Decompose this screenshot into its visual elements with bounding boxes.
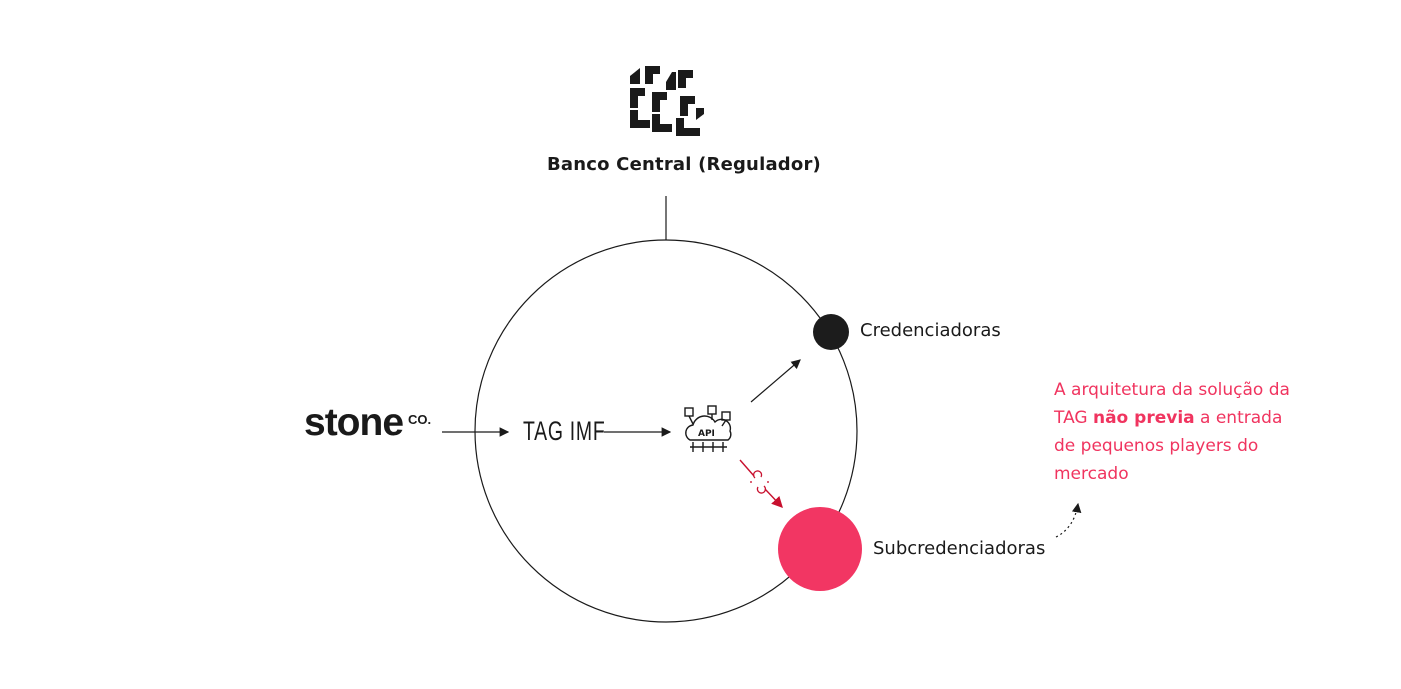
broken-link-icon xyxy=(750,470,769,494)
system-boundary-circle xyxy=(474,239,858,623)
tag-imf-label: TAG IMF xyxy=(523,416,606,446)
regulator-label: Banco Central (Regulador) xyxy=(547,154,821,175)
acquirers-node xyxy=(813,314,849,350)
note-highlight: não previa xyxy=(1092,408,1195,428)
stone-logo: stone xyxy=(304,401,404,444)
acquirers-label: Credenciadoras xyxy=(860,320,1001,341)
arrow-api-to-subacquirers-part2 xyxy=(764,488,783,509)
stone-logo-suffix: CO. xyxy=(408,412,432,427)
api-icon-text: API xyxy=(698,429,715,439)
note-pointer-arrow xyxy=(1055,502,1082,538)
subacquirers-node xyxy=(778,507,862,591)
arrow-api-to-acquirers xyxy=(750,359,801,403)
banco-central-logo xyxy=(630,66,704,136)
api-cloud-gear-icon xyxy=(684,405,732,452)
subacquirers-label: Subcredenciadoras xyxy=(873,538,1046,559)
architecture-note: A arquitetura da solução da TAG não prev… xyxy=(1054,376,1294,488)
note-text-part2: a entrada de pequenos players do mercado xyxy=(1054,408,1283,484)
arrow-api-to-subacquirers-part1 xyxy=(739,459,755,477)
note-text-part1: A arquitetura da solução da TAG xyxy=(1054,380,1290,428)
